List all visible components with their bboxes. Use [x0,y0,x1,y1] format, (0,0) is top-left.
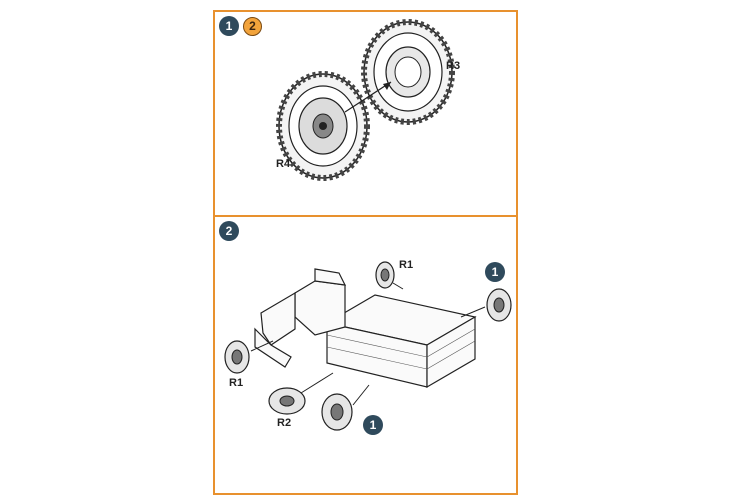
step-1-badge: 1 [219,16,239,36]
part-label-r1-left: R1 [229,377,244,389]
step-2-reference-badge: 2 [243,17,262,36]
assembly-arrow [344,81,392,113]
part-label-r1-top: R1 [399,259,414,271]
wheel-rear-bottom [321,393,353,431]
wheel-rear-right [486,288,512,322]
assembly-arrows [250,282,486,406]
part-label-r3: R3 [446,60,461,72]
wheel-r3 [361,19,455,125]
wheel-front-left [224,340,250,374]
truck-body [254,268,477,389]
part-label-r4: R4 [276,158,291,170]
step-1-reference-badge-lower: 1 [363,415,383,435]
step-1-panel: 1 2 R3 R4 [213,10,518,217]
step-1-reference-badge-upper: 1 [485,262,505,282]
truck-assembly-illustration [224,261,512,431]
wheel-spare-r2 [268,387,306,415]
wheel-rear-top [375,261,395,289]
wheel-r4 [276,71,370,181]
wheel-assembly-illustration [276,19,455,181]
step-2-badge: 2 [219,221,239,241]
step-2-panel: 2 1 1 [213,215,518,495]
part-label-r2: R2 [277,417,292,429]
